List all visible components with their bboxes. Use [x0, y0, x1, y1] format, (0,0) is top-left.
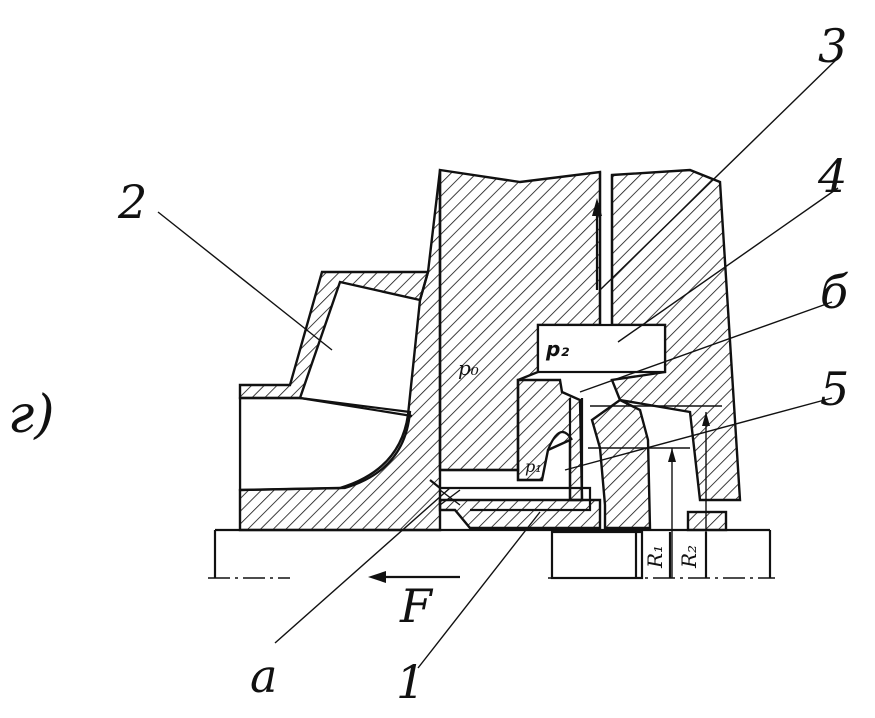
pressure-p1: p₁ — [525, 457, 542, 476]
callout-1: 1 — [396, 655, 425, 709]
callout-3: 3 — [818, 19, 847, 73]
radius-r2: R₂ — [677, 545, 701, 569]
callout-leaders — [157, 57, 839, 669]
seal-ring — [516, 378, 652, 530]
force-arrow — [368, 571, 460, 583]
callout-2: 2 — [117, 175, 147, 229]
casing — [438, 168, 742, 502]
callout-a: а — [250, 649, 277, 703]
panel-label: г) — [8, 385, 55, 445]
radius-dimensions — [588, 405, 722, 578]
callout-b: б — [820, 265, 849, 319]
callout-5: 5 — [820, 362, 849, 416]
impeller — [238, 169, 442, 532]
pressure-p2: p₂ — [545, 337, 569, 361]
collar — [686, 510, 728, 532]
callout-4: 4 — [817, 149, 847, 203]
bottom-passage — [429, 468, 602, 530]
pressure-p0: p₀ — [458, 356, 479, 380]
radius-r1: R₁ — [643, 545, 667, 569]
force-label: F — [399, 579, 434, 633]
